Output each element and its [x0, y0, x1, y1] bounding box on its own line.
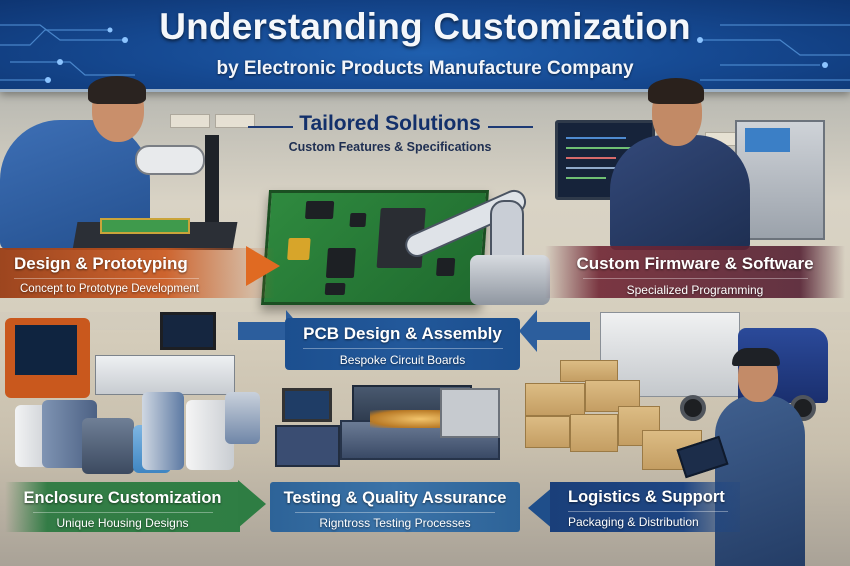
- stage-subtitle: Bespoke Circuit Boards: [302, 348, 503, 367]
- stage-title: Enclosure Customization: [23, 489, 222, 507]
- enclosure-box: [225, 392, 260, 444]
- cardboard-box: [570, 414, 618, 452]
- stage-enclosure-customization: Enclosure Customization Unique Housing D…: [5, 482, 240, 532]
- engineer-hair: [648, 78, 704, 104]
- cap-icon: [732, 348, 780, 366]
- cabinet-screen: [745, 128, 790, 152]
- stage-firmware-software: Custom Firmware & Software Specialized P…: [545, 246, 845, 298]
- code-line: [566, 147, 636, 149]
- stage-title: PCB Design & Assembly: [303, 324, 502, 343]
- microscope-icon: [205, 135, 219, 230]
- stage-title: Logistics & Support: [568, 488, 725, 506]
- technician-hair: [88, 76, 146, 104]
- tailored-title: Tailored Solutions: [299, 112, 481, 135]
- stage-subtitle: Concept to Prototype Development: [14, 278, 199, 295]
- stage-subtitle: Specialized Programming: [582, 278, 808, 297]
- arrow-left-icon: [528, 486, 554, 530]
- logistics-worker: [715, 395, 805, 566]
- stage-subtitle: Packaging & Distribution: [568, 511, 728, 529]
- code-line: [566, 177, 606, 179]
- arrow-left-icon: [519, 310, 590, 352]
- stage-subtitle: Unique Housing Designs: [32, 512, 213, 530]
- chip-icon: [325, 248, 356, 278]
- cardboard-box: [560, 360, 618, 382]
- stage-logistics-support: Logistics & Support Packaging & Distribu…: [550, 482, 740, 532]
- stage-design-prototyping: Design & Prototyping Concept to Prototyp…: [0, 248, 275, 298]
- chip-icon: [436, 258, 456, 276]
- heading-rule-right: [488, 126, 533, 128]
- code-line: [566, 157, 616, 159]
- monitor-icon: [160, 312, 216, 350]
- chip-icon: [287, 238, 311, 260]
- factory-window: [170, 114, 210, 128]
- truck-wheel-icon: [680, 395, 706, 421]
- rack-unit: [95, 355, 235, 395]
- tailored-solutions-heading: Tailored Solutions Custom Features & Spe…: [240, 112, 540, 162]
- pcb-board-illustration: [260, 190, 490, 305]
- code-line: [566, 167, 632, 169]
- header-banner: Understanding Customization by Electroni…: [0, 0, 850, 92]
- arrow-right-icon: [238, 480, 266, 528]
- heading-rule-left: [248, 126, 293, 128]
- circuit-trace-icon: [0, 24, 850, 83]
- chip-icon: [349, 213, 367, 227]
- stage-title: Custom Firmware & Software: [576, 254, 814, 273]
- test-monitor-icon: [282, 388, 332, 422]
- stage-title: Design & Prototyping: [14, 254, 188, 273]
- enclosure-box: [142, 392, 184, 470]
- test-instrument: [440, 388, 500, 438]
- small-pcb-icon: [100, 218, 190, 234]
- test-unit: [275, 425, 340, 467]
- microscope-lens: [135, 145, 205, 175]
- chip-icon: [324, 283, 346, 295]
- factory-window: [215, 114, 255, 128]
- page-subtitle: by Electronic Products Manufacture Compa…: [216, 58, 634, 79]
- code-line: [566, 137, 626, 139]
- chip-icon: [304, 201, 335, 219]
- robotic-arm-base: [470, 255, 550, 305]
- stage-pcb-design-assembly: PCB Design & Assembly Bespoke Circuit Bo…: [285, 318, 520, 370]
- tailored-subtitle: Custom Features & Specifications: [288, 140, 492, 154]
- stage-testing-quality: Testing & Quality Assurance Rigntross Te…: [270, 482, 520, 532]
- page-title: Understanding Customization: [159, 6, 691, 47]
- enclosure-screen: [15, 325, 77, 375]
- cardboard-box: [525, 416, 570, 448]
- cardboard-box: [525, 383, 585, 416]
- stage-title: Testing & Quality Assurance: [283, 489, 507, 507]
- arrow-right-icon: [238, 310, 304, 352]
- engineer-illustration: [610, 135, 750, 250]
- stage-subtitle: Rigntross Testing Processes: [295, 512, 495, 530]
- arrow-right-icon: [246, 246, 280, 286]
- enclosure-box: [82, 418, 134, 474]
